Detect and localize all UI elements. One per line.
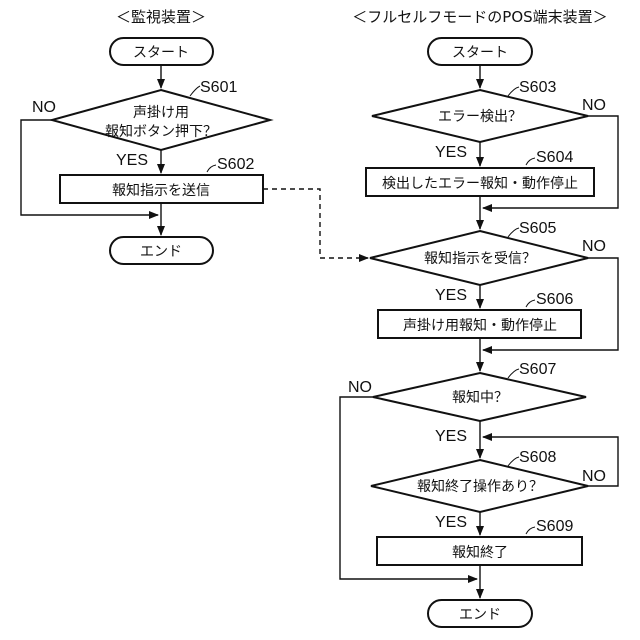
left-start-label: スタート [133, 45, 189, 61]
right-end-terminal: エンド [428, 600, 532, 627]
s603-yes-label: YES [435, 144, 467, 161]
s609-leader [526, 527, 535, 534]
s605-decision: 報知指示を受信？ [370, 231, 588, 285]
left-start-terminal: スタート [110, 38, 213, 65]
s605-no-label: NO [582, 238, 606, 255]
s603-no-label: NO [582, 97, 606, 114]
s609-text: 報知終了 [452, 544, 508, 561]
s607-decision: 報知中？ [373, 373, 586, 421]
s601-decision: 声掛け用 報知ボタン押下？ [52, 90, 270, 150]
s604-process: 検出したエラー報知・動作停止 [366, 168, 594, 196]
s608-decision: 報知終了操作あり？ [371, 460, 588, 512]
s601-no-label: NO [32, 99, 56, 116]
s607-step-label: S607 [519, 361, 556, 378]
s607-text: 報知中？ [452, 389, 508, 406]
left-end-label: エンド [140, 244, 182, 260]
s605-step-label: S605 [519, 220, 556, 237]
s609-process: 報知終了 [377, 537, 582, 565]
s606-step-label: S606 [536, 291, 573, 308]
left-title: ＜監視装置＞ [116, 8, 206, 26]
s601-text-line1: 声掛け用 [133, 105, 189, 121]
s602-text: 報知指示を送信 [112, 182, 210, 199]
s608-leader [508, 457, 519, 466]
s602-process: 報知指示を送信 [60, 175, 263, 203]
s607-yes-label: YES [435, 428, 467, 445]
s607-leader [508, 369, 519, 378]
s605-leader [508, 228, 519, 237]
s602-step-label: S602 [217, 156, 254, 173]
right-end-label: エンド [459, 607, 501, 623]
s601-leader [190, 86, 200, 96]
s608-text: 報知終了操作あり？ [417, 478, 543, 495]
s607-no-label: NO [348, 379, 372, 396]
s608-step-label: S608 [519, 449, 556, 466]
s603-decision: エラー検出？ [372, 90, 588, 142]
s603-leader [508, 87, 519, 96]
s601-yes-label: YES [116, 152, 148, 169]
s606-text: 声掛け用報知・動作停止 [403, 317, 557, 334]
s608-no-label: NO [582, 468, 606, 485]
s601-step-label: S601 [200, 79, 237, 96]
s605-yes-label: YES [435, 287, 467, 304]
s604-text: 検出したエラー報知・動作停止 [382, 175, 578, 192]
left-end-terminal: エンド [110, 237, 213, 264]
s604-step-label: S604 [536, 149, 573, 166]
s603-text: エラー検出？ [438, 109, 522, 125]
right-title: ＜フルセルフモードのPOS端末装置＞ [352, 8, 607, 26]
s606-leader [526, 300, 535, 307]
right-start-terminal: スタート [428, 38, 532, 65]
s606-process: 声掛け用報知・動作停止 [378, 310, 581, 338]
s608-yes-label: YES [435, 514, 467, 531]
s604-leader [526, 158, 535, 165]
s609-step-label: S609 [536, 518, 573, 535]
notify-instruction-link [263, 189, 368, 258]
s602-leader [207, 165, 216, 172]
s605-text: 報知指示を受信？ [424, 250, 536, 267]
s601-text-line2: 報知ボタン押下？ [105, 123, 217, 140]
s603-step-label: S603 [519, 79, 556, 96]
right-start-label: スタート [452, 45, 508, 61]
